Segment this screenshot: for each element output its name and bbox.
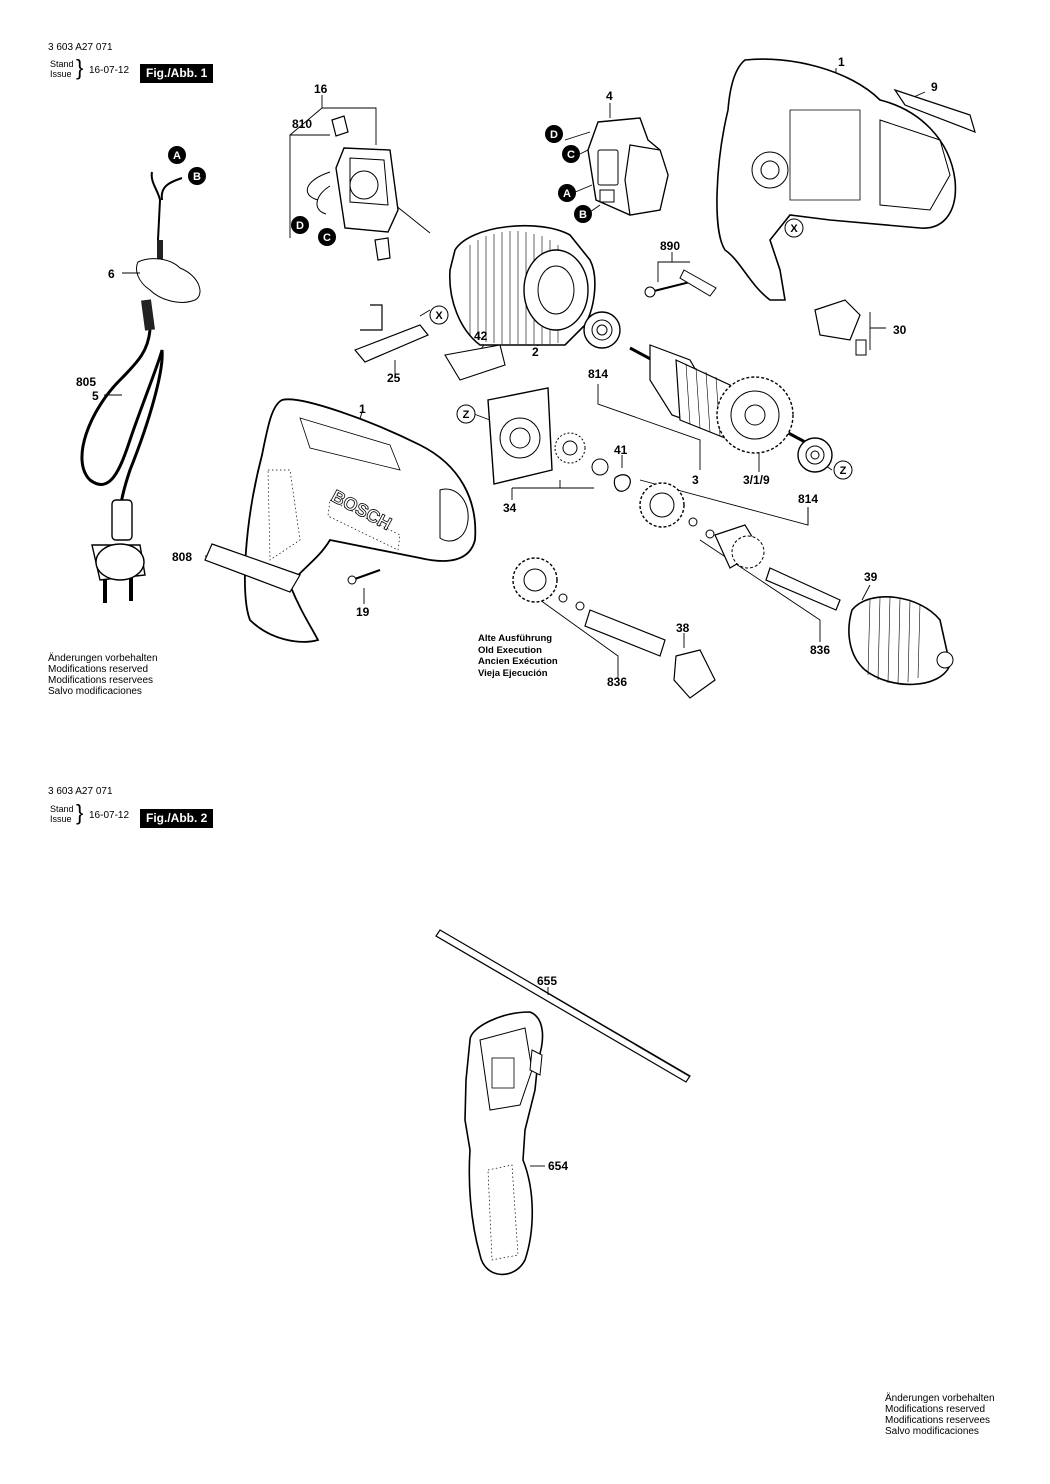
part-label: 9	[931, 80, 938, 94]
part-number-labels: 655 654	[537, 974, 568, 1173]
bearing-814-a	[583, 311, 621, 349]
part-label: 38	[676, 621, 690, 635]
power-cord	[80, 171, 201, 603]
part-label: 19	[356, 605, 370, 619]
drill-housing	[204, 398, 477, 643]
issue-date: 16-07-12	[89, 810, 130, 821]
part-label: 30	[893, 323, 907, 337]
connector-d-label: D	[296, 220, 304, 232]
notice-line: Modifications reservees	[885, 1415, 991, 1426]
part-label: 41	[614, 443, 628, 457]
part-label: 814	[798, 492, 818, 506]
part-label: 3	[692, 473, 699, 487]
notice-line: Modifications reserved	[48, 664, 149, 675]
bearing-814-b	[797, 437, 833, 473]
part-label: 4	[606, 89, 613, 103]
connector-d-label: D	[550, 129, 558, 141]
connector-a-label: A	[173, 150, 181, 162]
exploded-view-fig1: A B D C D C A B X X Z Z BOSCH 1 9 4 16 8…	[76, 55, 976, 699]
part-label: 5	[92, 389, 99, 403]
part-label: 805	[76, 375, 96, 389]
part-label: 25	[387, 371, 401, 385]
depth-stop-rod	[435, 929, 691, 1083]
stator	[444, 224, 596, 381]
issue-brace: }	[76, 800, 84, 825]
connector-z-label: Z	[840, 465, 847, 477]
issue-brace: }	[76, 55, 84, 80]
connector-b-label: B	[193, 171, 201, 183]
doc-number: 3 603 A27 071	[48, 786, 113, 797]
auxiliary-handle	[464, 1011, 544, 1276]
chuck	[848, 596, 954, 686]
notice-line: Salvo modificaciones	[885, 1426, 979, 1437]
connector-x-label: X	[790, 223, 798, 235]
armature	[629, 344, 821, 454]
part-label: 1	[359, 402, 366, 416]
part-label: 655	[537, 974, 557, 988]
part-label: 890	[660, 239, 680, 253]
exec-line: Vieja Ejecución	[478, 667, 548, 679]
housing-half	[716, 58, 976, 301]
notice-line: Änderungen vorbehalten	[48, 653, 158, 664]
notice-line: Modifications reserved	[885, 1404, 986, 1415]
old-execution-note: Alte Ausführung Old Execution Ancien Exé…	[478, 633, 558, 679]
exec-line: Ancien Exécution	[478, 656, 558, 667]
part-label: 810	[292, 117, 312, 131]
switch	[587, 117, 669, 216]
exploded-view-fig2: 655 654	[435, 929, 691, 1276]
connector-c-label: C	[323, 232, 331, 244]
part-label: 3/1/9	[743, 473, 770, 487]
part-label: 6	[108, 267, 115, 281]
issue-label: Issue	[50, 69, 72, 79]
part-label: 814	[588, 367, 608, 381]
part-label: 34	[503, 501, 517, 515]
exec-line: Alte Ausführung	[478, 633, 553, 644]
fig-label: Fig./Abb. 2	[140, 809, 214, 828]
stand-label: Stand	[50, 59, 74, 69]
part-label: 654	[548, 1159, 568, 1173]
brush-holder	[306, 115, 399, 261]
notice-line: Salvo modificaciones	[48, 686, 142, 697]
stand-label: Stand	[50, 804, 74, 814]
connector-a-label: A	[563, 188, 571, 200]
notice-line: Modifications reservees	[48, 675, 154, 686]
bearing-plate	[487, 387, 631, 492]
connector-b-label: B	[579, 209, 587, 221]
doc-number: 3 603 A27 071	[48, 42, 113, 53]
cover-part-30	[814, 299, 867, 356]
notice-line: Änderungen vorbehalten	[885, 1393, 995, 1404]
part-label: 836	[607, 675, 627, 689]
connector-x-label: X	[435, 310, 443, 322]
part-label: 42	[474, 329, 488, 343]
part-label: 1	[838, 55, 845, 69]
part-label: 16	[314, 82, 328, 96]
modifications-notice: Änderungen vorbehalten Modifications res…	[48, 653, 158, 697]
issue-label: Issue	[50, 814, 72, 824]
part-label: 808	[172, 550, 192, 564]
part-label: 2	[532, 345, 539, 359]
exec-line: Old Execution	[478, 644, 542, 656]
terminal-clip	[354, 304, 429, 363]
screw-890	[644, 269, 717, 298]
connector-z-label: Z	[463, 409, 470, 421]
modifications-notice: Änderungen vorbehalten Modifications res…	[885, 1393, 995, 1437]
part-label: 836	[810, 643, 830, 657]
connector-c-label: C	[567, 149, 575, 161]
leader-lines	[530, 987, 549, 1167]
issue-date: 16-07-12	[89, 65, 130, 76]
part-label: 39	[864, 570, 878, 584]
gear-train	[512, 482, 841, 699]
connector-markers: A B D C D C A B X X Z Z	[168, 125, 853, 480]
fig-label: Fig./Abb. 1	[140, 64, 214, 83]
part-number-labels: 1 9 4 16 810 6 890 42 2 25 30 805 5 814 …	[76, 55, 938, 689]
